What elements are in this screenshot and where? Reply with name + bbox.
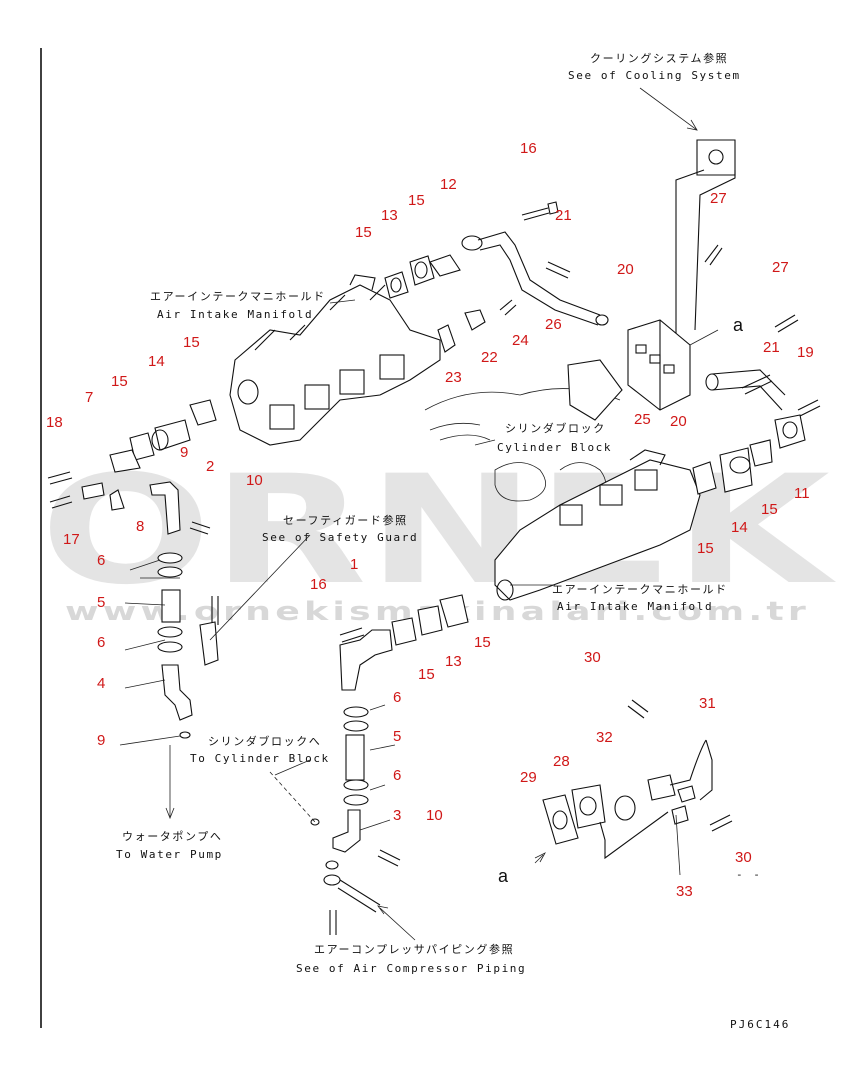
callout-26: 26 (545, 316, 562, 333)
ref-intake-bot-jp: エアーインテークマニホールド (552, 583, 728, 596)
callout-15-b: 15 (355, 224, 372, 241)
cooling-bracket (675, 139, 736, 350)
callout-5-center: 5 (393, 728, 401, 745)
reference-labels: クーリングシステム参照 See of Cooling System エアーインテ… (116, 51, 741, 975)
ref-pump-en: To Water Pump (116, 848, 223, 861)
callouts: 16 21 12 15 13 15 20 27 27 24 22 23 26 2… (46, 140, 814, 900)
callout-24: 24 (512, 332, 529, 349)
callout-1: 1 (350, 556, 358, 573)
callout-15-c: 15 (183, 334, 200, 351)
sensor-assembly (542, 739, 713, 860)
callout-6-c: 6 (393, 689, 401, 706)
ref-intake-top-jp: エアーインテークマニホールド (150, 290, 326, 303)
air-intake-manifold-upper (229, 274, 441, 446)
ref-safety-jp: セーフティガード参照 (283, 513, 408, 527)
callout-2: 2 (206, 458, 214, 475)
callout-6-a: 6 (97, 552, 105, 569)
callout-15-g: 15 (474, 634, 491, 651)
callout-15-a: 15 (408, 192, 425, 209)
callout-9-bottom: 9 (97, 732, 105, 749)
callout-30-top: 30 (584, 649, 601, 666)
callout-8: 8 (136, 518, 144, 535)
callout-22: 22 (481, 349, 498, 366)
callout-7: 7 (85, 389, 93, 406)
callout-20-top: 20 (617, 261, 634, 278)
drawing-code: PJ6C146 (730, 1018, 790, 1031)
callout-15-f: 15 (697, 540, 714, 557)
callout-19: 19 (797, 344, 814, 361)
callout-30-bottom: 30 (735, 849, 752, 866)
callout-13-bottom: 13 (445, 653, 462, 670)
center-pipe-assembly (310, 629, 393, 913)
callout-4: 4 (97, 675, 105, 692)
cover-26 (567, 359, 623, 421)
callout-20-right: 20 (670, 413, 687, 430)
callout-15-e: 15 (761, 501, 778, 518)
callout-29: 29 (520, 769, 537, 786)
callout-15-h: 15 (418, 666, 435, 683)
ref-cooling-jp: クーリングシステム参照 (590, 51, 728, 65)
left-pipe-assembly (81, 449, 219, 739)
ref-block-en: Cylinder Block (497, 441, 612, 454)
air-intake-manifold-lower (494, 449, 701, 601)
callout-32: 32 (596, 729, 613, 746)
bolts (47, 201, 821, 935)
ref-tocyl-jp: シリンダブロックへ (208, 734, 321, 748)
callout-16-top: 16 (520, 140, 537, 157)
callout-21-top: 21 (555, 207, 572, 224)
gaskets (129, 254, 806, 646)
callout-33: 33 (676, 883, 693, 900)
callout-28: 28 (553, 753, 570, 770)
watermark: ORNEK www.ornekismakinalari.com.tr (40, 444, 836, 627)
callout-9-top: 9 (180, 444, 188, 461)
ref-intake-bot-en: Air Intake Manifold (557, 600, 713, 613)
callout-10-center: 10 (426, 807, 443, 824)
callout-21-right: 21 (763, 339, 780, 356)
callout-10-left: 10 (246, 472, 263, 489)
callout-12: 12 (440, 176, 457, 193)
ref-aircomp-en: See of Air Compressor Piping (296, 962, 526, 975)
callout-31: 31 (699, 695, 716, 712)
marker-a-bottom: a (498, 866, 509, 886)
ref-aircomp-jp: エアーコンプレッサパイピング参照 (314, 942, 514, 956)
callout-5-left: 5 (97, 594, 105, 611)
ref-tocyl-en: To Cylinder Block (190, 752, 330, 765)
ref-intake-top-en: Air Intake Manifold (157, 308, 313, 321)
callout-6-b: 6 (97, 634, 105, 651)
ref-cooling-en: See of Cooling System (568, 69, 741, 82)
ref-block-jp: シリンダブロック (505, 421, 606, 435)
thermostat-housing (627, 319, 691, 411)
callout-17: 17 (63, 531, 80, 548)
callout-3: 3 (393, 807, 401, 824)
ref-pump-jp: ウォータポンプへ (122, 830, 222, 843)
callout-11: 11 (794, 485, 810, 502)
callout-13-top: 13 (381, 207, 398, 224)
callout-23: 23 (445, 369, 462, 386)
callout-27-b: 27 (772, 259, 789, 276)
callout-27-a: 27 (710, 190, 727, 207)
ref-safety-en: See of Safety Guard (262, 531, 418, 544)
callout-16-center: 16 (310, 576, 327, 593)
callout-18: 18 (46, 414, 63, 431)
callout-6-d: 6 (393, 767, 401, 784)
marker-dash: - - (736, 868, 762, 881)
marker-a-top: a (733, 315, 744, 335)
leader-lines (119, 87, 719, 941)
callout-14-left: 14 (148, 353, 165, 370)
callout-14-right: 14 (731, 519, 748, 536)
callout-25: 25 (634, 411, 651, 428)
pipe-21-right (705, 369, 786, 411)
callout-15-d: 15 (111, 373, 128, 390)
pipe-12 (461, 231, 609, 326)
